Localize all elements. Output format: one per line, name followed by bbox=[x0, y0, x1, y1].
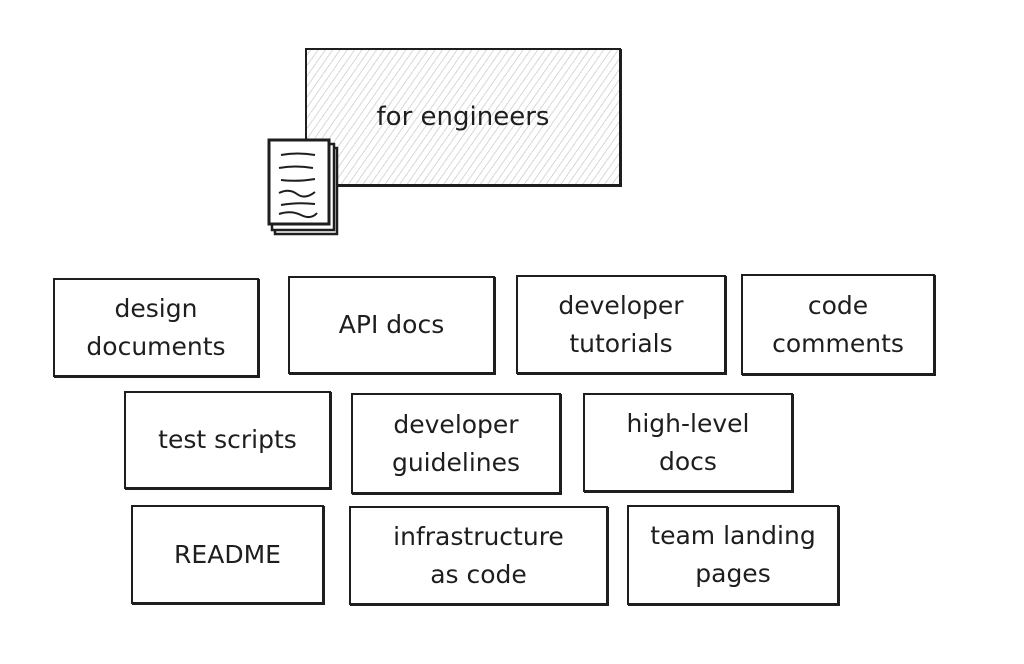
item-label: test scripts bbox=[158, 425, 297, 454]
item-design-documents: design documents bbox=[53, 278, 259, 377]
item-code-comments: code comments bbox=[741, 274, 935, 375]
title-box: for engineers bbox=[305, 48, 621, 186]
item-label: code comments bbox=[772, 290, 904, 358]
item-label: developer tutorials bbox=[558, 290, 684, 358]
item-label: high-level docs bbox=[626, 408, 750, 476]
item-label: team landing pages bbox=[650, 521, 816, 588]
item-label: developer guidelines bbox=[391, 409, 521, 477]
item-developer-guidelines: developer guidelines bbox=[351, 393, 561, 494]
document-stack-icon bbox=[267, 138, 339, 236]
item-test-scripts: test scripts bbox=[124, 391, 331, 489]
item-high-level-docs: high-level docs bbox=[583, 393, 793, 492]
item-readme: README bbox=[131, 505, 324, 604]
item-api-docs: API docs bbox=[288, 276, 495, 374]
item-team-landing-pages: team landing pages bbox=[627, 505, 839, 605]
title-text: for engineers bbox=[376, 102, 550, 132]
item-developer-tutorials: developer tutorials bbox=[516, 275, 726, 374]
item-label: infrastructure as code bbox=[393, 521, 564, 589]
item-infrastructure-as-code: infrastructure as code bbox=[349, 506, 608, 605]
item-label: design documents bbox=[86, 293, 226, 361]
item-label: API docs bbox=[338, 310, 445, 339]
item-label: README bbox=[174, 539, 281, 569]
